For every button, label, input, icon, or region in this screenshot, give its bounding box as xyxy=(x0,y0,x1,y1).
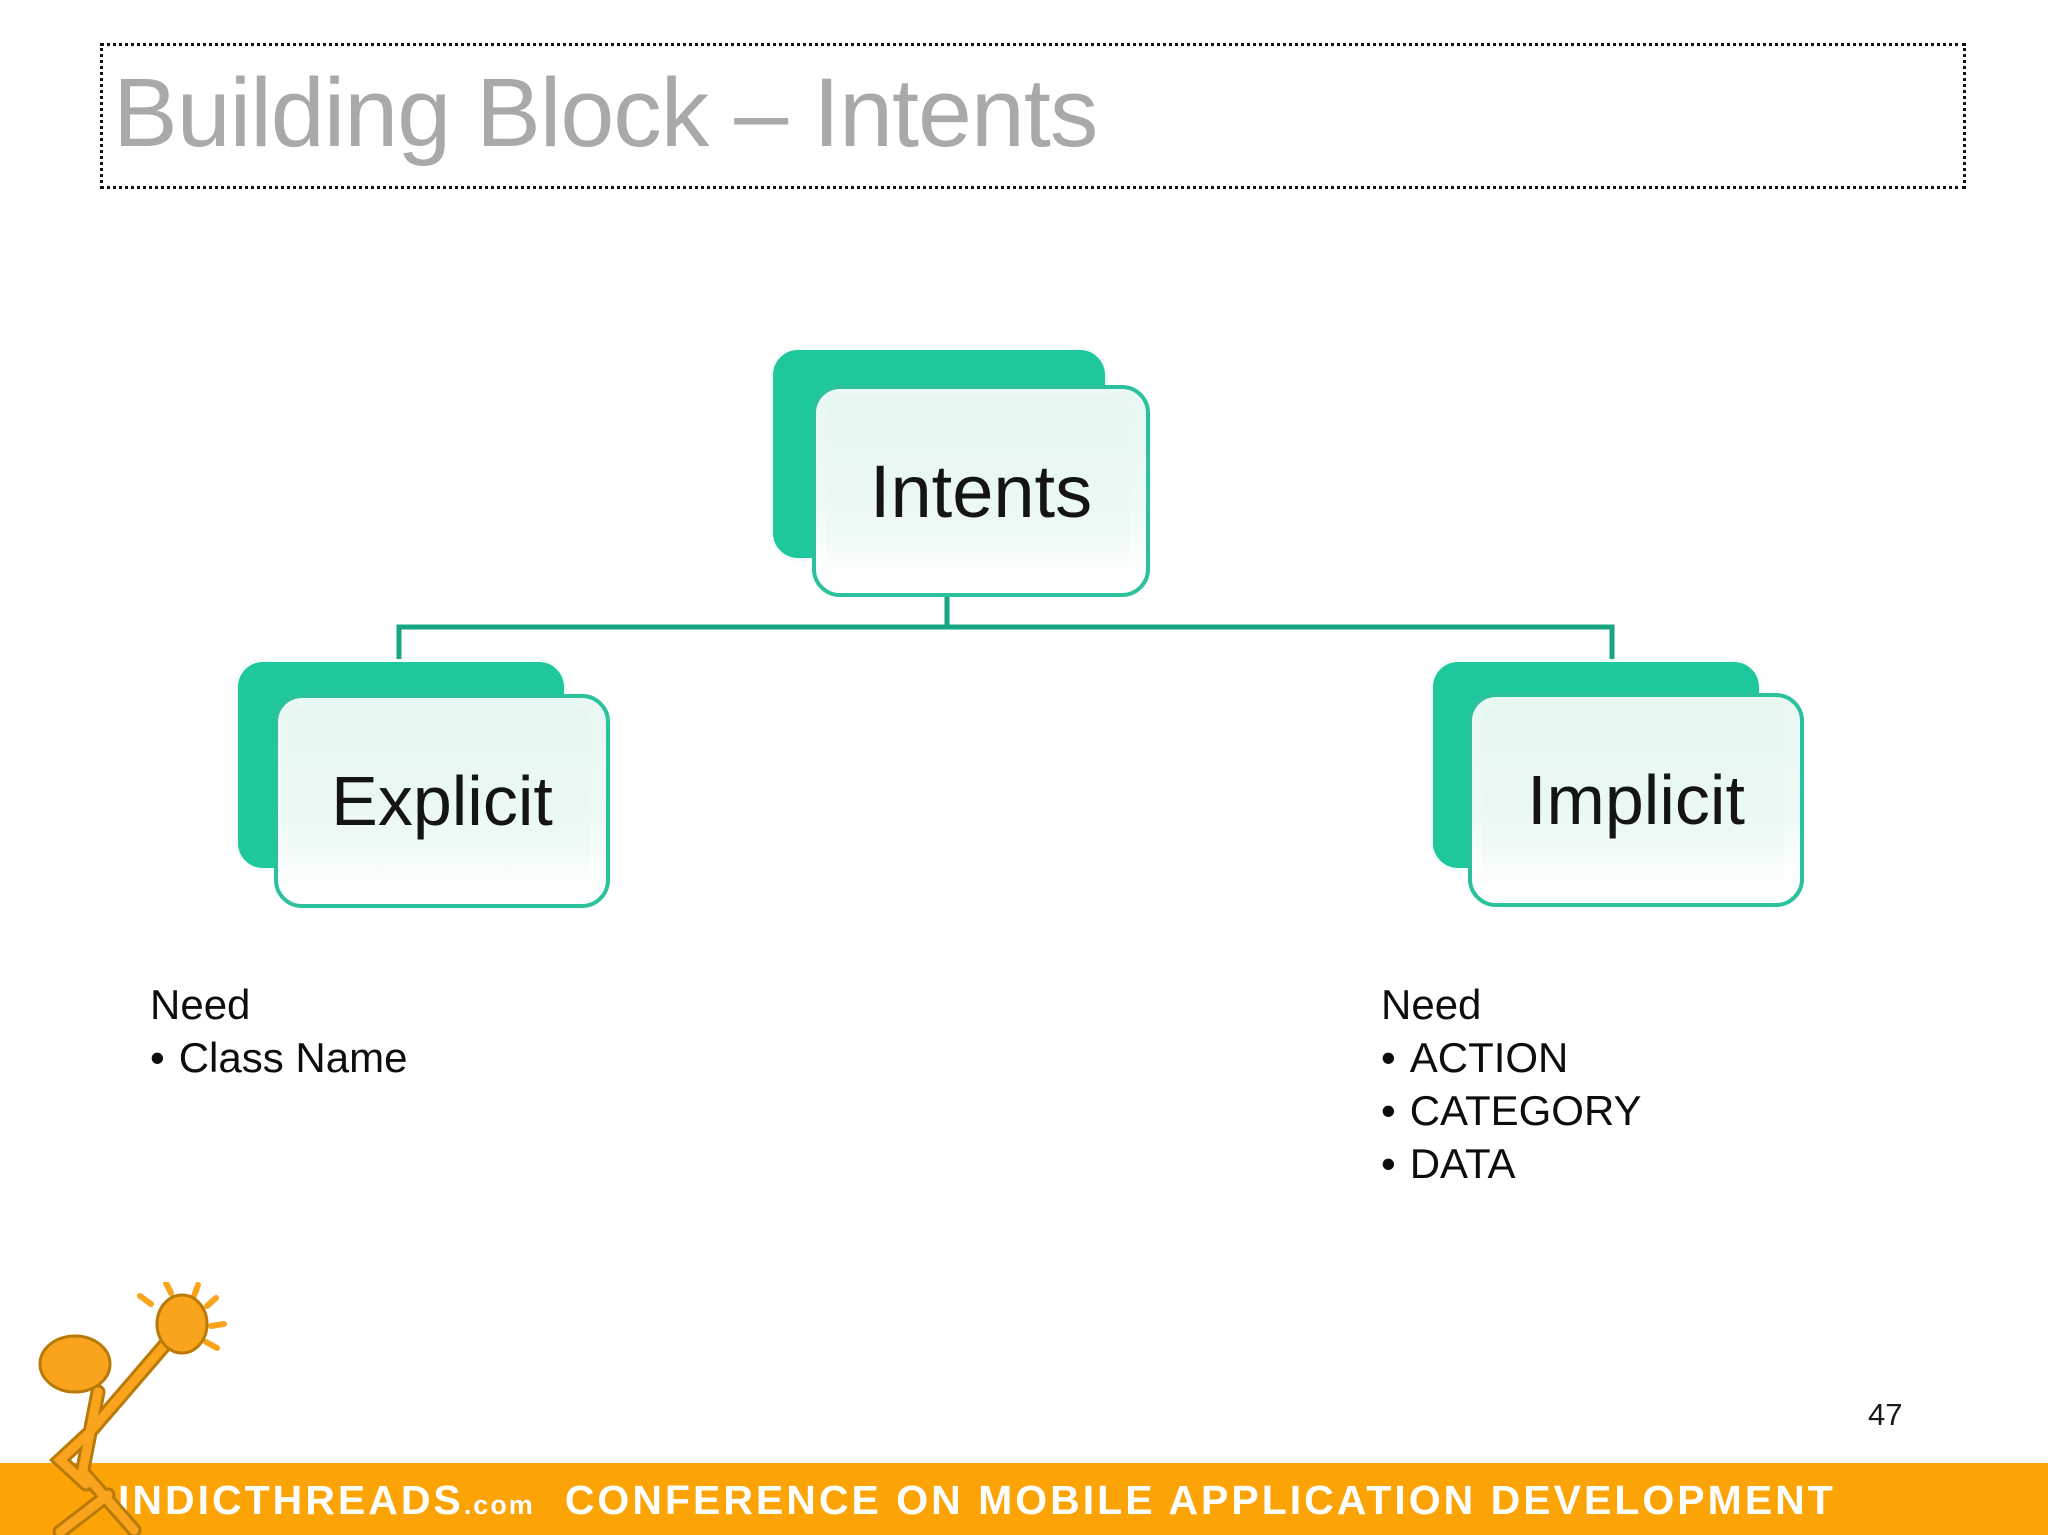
node-label-implicit: Implicit xyxy=(1527,761,1745,839)
bullet-text: CATEGORY xyxy=(1409,1087,1642,1134)
list-item: • ACTION xyxy=(1381,1031,1642,1084)
page-title: Building Block – Intents xyxy=(113,58,1098,167)
notes-heading: Need xyxy=(1381,981,1482,1028)
footer-brand-suffix: .com xyxy=(463,1490,535,1520)
node-highlight xyxy=(1482,705,1784,879)
title-box: Building Block – Intents xyxy=(100,43,1966,189)
bullet-icon: • xyxy=(1381,1034,1396,1081)
node-explicit: Explicit xyxy=(235,659,615,913)
notes-heading: Need xyxy=(150,981,251,1028)
footer-brand: INDICTHREADS xyxy=(118,1477,464,1523)
node-implicit: Implicit xyxy=(1430,659,1810,913)
node-label-intents: Intents xyxy=(869,449,1093,533)
node-highlight xyxy=(826,397,1130,569)
node-intents: Intents xyxy=(770,347,1154,603)
list-item: • Class Name xyxy=(150,1031,407,1084)
notes-implicit: Need • ACTION • CATEGORY • DATA xyxy=(1381,978,1642,1190)
footer-tagline: CONFERENCE ON MOBILE APPLICATION DEVELOP… xyxy=(564,1477,1836,1523)
bullet-icon: • xyxy=(150,1034,165,1081)
list-item: • CATEGORY xyxy=(1381,1084,1642,1137)
bullet-icon: • xyxy=(1381,1140,1396,1187)
notes-explicit: Need • Class Name xyxy=(150,978,407,1084)
node-label-explicit: Explicit xyxy=(331,762,553,840)
node-front-panel: Implicit xyxy=(1468,693,1804,907)
bullet-icon: • xyxy=(1381,1087,1396,1134)
bullet-text: ACTION xyxy=(1409,1034,1569,1081)
footer-text: INDICTHREADS.com CONFERENCE ON MOBILE APP… xyxy=(118,1463,1836,1535)
node-front-panel: Explicit xyxy=(274,694,610,908)
bullet-text: Class Name xyxy=(178,1034,408,1081)
node-highlight xyxy=(288,706,590,880)
node-front-panel: Intents xyxy=(812,385,1150,597)
page-number: 47 xyxy=(1868,1397,1903,1432)
bullet-text: DATA xyxy=(1409,1140,1516,1187)
indicthreads-logo-icon xyxy=(38,1282,227,1535)
list-item: • DATA xyxy=(1381,1137,1642,1190)
footer-bar: INDICTHREADS.com CONFERENCE ON MOBILE APP… xyxy=(0,1463,2048,1535)
